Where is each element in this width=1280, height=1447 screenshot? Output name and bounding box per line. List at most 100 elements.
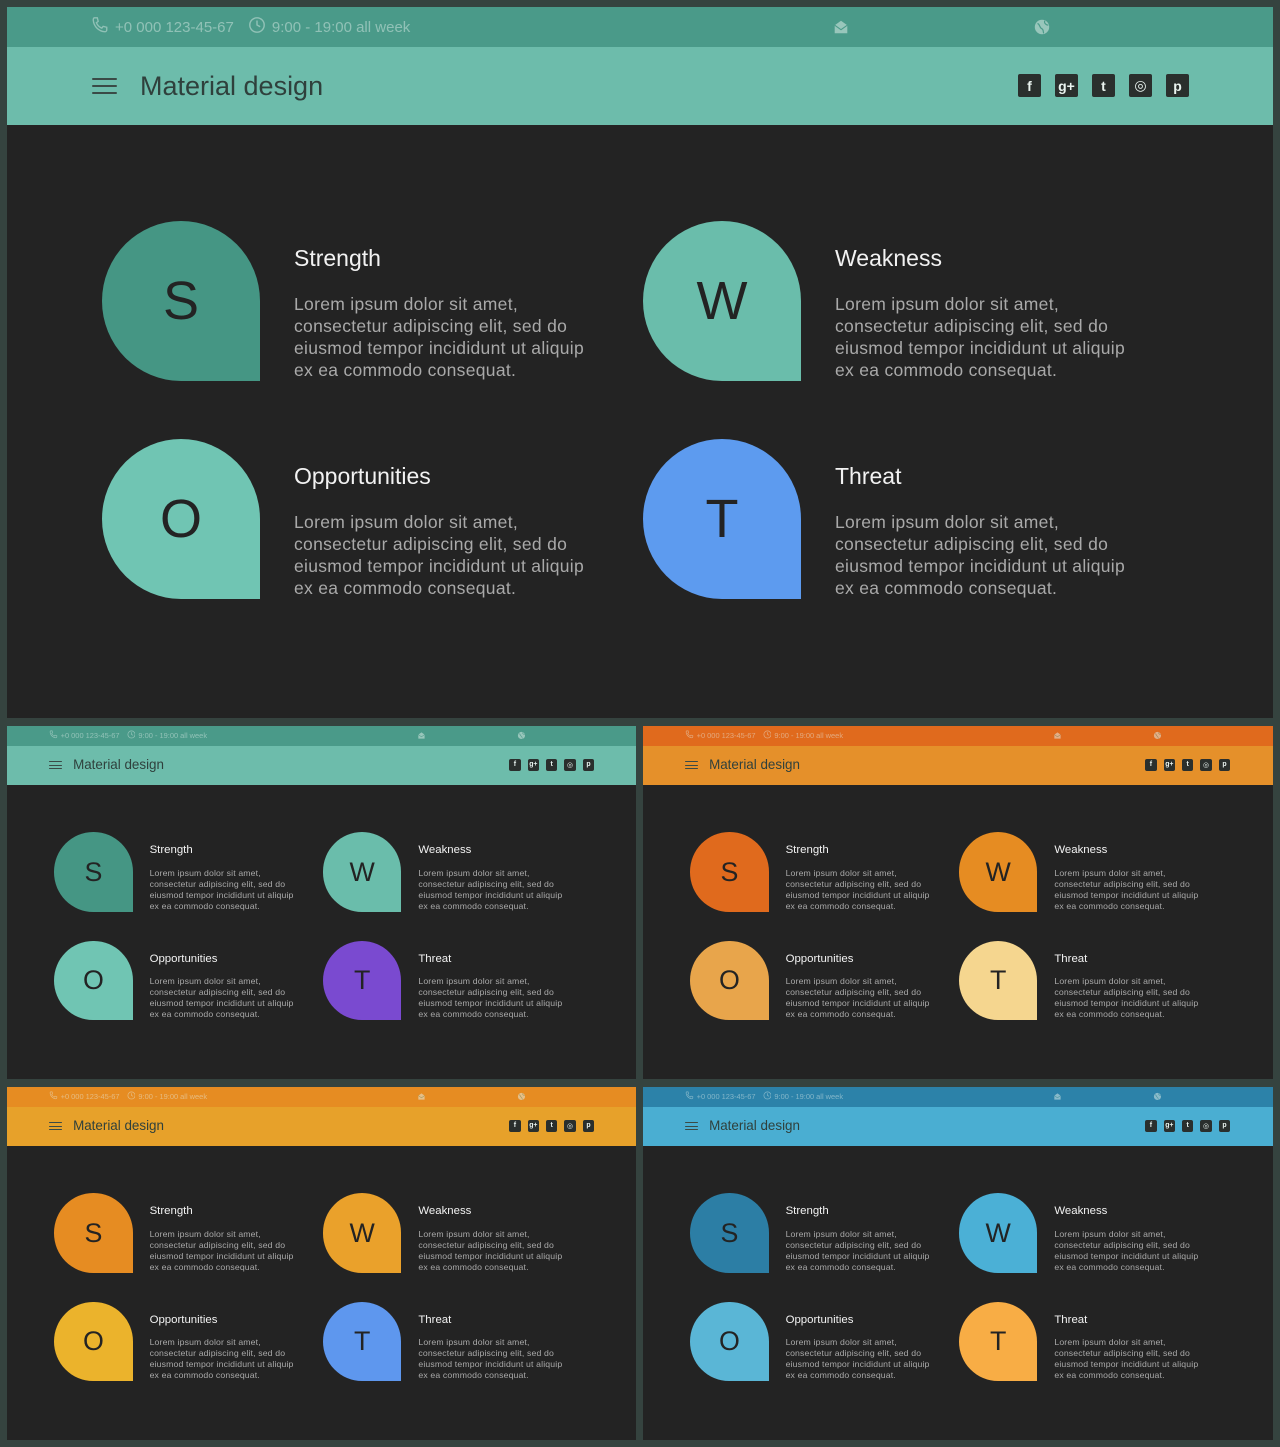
pinterest-icon[interactable]: p [1218,1120,1231,1132]
instagram-icon[interactable]: ◎ [564,759,576,771]
mail-icon[interactable] [1052,1092,1062,1102]
phone-number: +0 000 123-45-67 [115,18,234,36]
google-plus-icon[interactable]: g+ [1055,74,1078,97]
description-line: ex ea commodo consequat. [785,900,896,911]
swot-letter-drop: S [54,832,133,912]
description-line: eiusmod tempor incididunt ut aliquip [1054,889,1199,900]
globe-icon[interactable] [1032,17,1052,37]
swot-letter-drop: S [690,832,769,912]
swot-letter-drop: S [54,1193,133,1273]
swot-title: Threat [1054,952,1088,965]
description-line: consectetur adipiscing elit, sed do [149,879,286,889]
description-line: ex ea commodo consequat. [149,900,260,911]
mail-icon[interactable] [1052,731,1062,741]
instagram-icon[interactable]: ◎ [1200,1120,1212,1132]
description-line: ex ea commodo consequat. [1054,1261,1165,1272]
clock-icon [248,16,266,38]
swot-title: Strength [149,1205,193,1218]
swot-title: Strength [785,1205,829,1218]
google-plus-icon[interactable]: g+ [527,1120,540,1132]
facebook-icon[interactable]: f [1018,74,1041,97]
description-line: consectetur adipiscing elit, sed do [294,316,568,336]
instagram-icon[interactable]: ◎ [1129,74,1152,97]
description-line: ex ea commodo consequat. [1054,900,1165,911]
swot-description: Lorem ipsum dolor sit amet,consectetur a… [150,1337,294,1381]
description-line: eiusmod tempor incididunt ut aliquip [1054,1250,1199,1261]
mail-icon[interactable] [416,731,426,741]
swot-title: Weakness [418,1205,472,1218]
swot-letter-drop: W [958,832,1038,912]
mail-icon[interactable] [416,1092,426,1102]
swot-description: Lorem ipsum dolor sit amet,consectetur a… [1054,976,1198,1020]
description-line: consectetur adipiscing elit, sed do [418,987,554,998]
google-plus-icon[interactable]: g+ [1163,1120,1176,1132]
google-plus-icon[interactable]: g+ [527,759,540,771]
description-line: Lorem ipsum dolor sit amet, [418,1229,530,1240]
pinterest-icon[interactable]: p [1166,74,1189,97]
page-title: Material design [73,1117,164,1133]
description-line: consectetur adipiscing elit, sed do [785,987,922,998]
swot-title: Strength [294,245,381,271]
twitter-icon[interactable]: t [546,1120,558,1132]
phone-number: +0 000 123-45-67 [696,731,756,741]
navbar: Material design f g+ t ◎ p [7,1106,636,1146]
menu-icon[interactable] [685,761,698,770]
swot-description: Lorem ipsum dolor sit amet,consectetur a… [418,1229,562,1273]
globe-icon[interactable] [1152,731,1162,741]
phone-number: +0 000 123-45-67 [696,1092,756,1102]
twitter-icon[interactable]: t [1182,759,1194,771]
globe-icon[interactable] [1152,1092,1162,1102]
pinterest-icon[interactable]: p [1218,759,1231,771]
description-line: eiusmod tempor incididunt ut aliquip [149,998,294,1009]
swot-letter-drop: T [958,940,1038,1021]
menu-icon[interactable] [92,78,117,94]
swot-description: Lorem ipsum dolor sit amet,consectetur a… [418,868,562,912]
phone-icon [91,16,109,38]
description-line: eiusmod tempor incididunt ut aliquip [149,1250,294,1261]
google-plus-icon[interactable]: g+ [1163,759,1176,771]
description-line: ex ea commodo consequat. [294,360,517,380]
working-hours: 9:00 - 19:00 all week [774,731,844,741]
menu-icon[interactable] [49,1122,62,1131]
description-line: Lorem ipsum dolor sit amet, [149,1337,261,1348]
swot-title: Weakness [1054,1205,1108,1218]
clock-icon [127,730,136,741]
globe-icon[interactable] [516,1092,526,1102]
twitter-icon[interactable]: t [1092,74,1115,97]
description-line: consectetur adipiscing elit, sed do [418,1348,554,1359]
twitter-icon[interactable]: t [546,759,558,771]
working-hours: 9:00 - 19:00 all week [271,18,411,36]
facebook-icon[interactable]: f [509,759,521,771]
description-line: Lorem ipsum dolor sit amet, [1054,1229,1166,1240]
description-line: eiusmod tempor incididunt ut aliquip [1054,1359,1199,1370]
instagram-icon[interactable]: ◎ [1200,759,1212,771]
description-line: Lorem ipsum dolor sit amet, [785,1337,897,1348]
description-line: ex ea commodo consequat. [1054,1370,1165,1381]
facebook-icon[interactable]: f [509,1120,521,1132]
description-line: Lorem ipsum dolor sit amet, [785,1229,897,1240]
description-line: Lorem ipsum dolor sit amet, [149,1229,261,1240]
description-line: eiusmod tempor incididunt ut aliquip [418,889,563,900]
pinterest-icon[interactable]: p [582,759,595,771]
description-line: eiusmod tempor incididunt ut aliquip [1054,998,1199,1009]
pinterest-icon[interactable]: p [582,1120,595,1132]
twitter-icon[interactable]: t [1182,1120,1194,1132]
swot-title: Threat [835,463,902,489]
menu-icon[interactable] [685,1122,698,1131]
menu-icon[interactable] [49,761,62,770]
contact-bar: +0 000 123-45-67 9:00 - 19:00 all week [643,726,1273,746]
description-line: eiusmod tempor incididunt ut aliquip [785,998,930,1009]
facebook-icon[interactable]: f [1145,1120,1157,1132]
description-line: consectetur adipiscing elit, sed do [835,534,1109,554]
globe-icon[interactable] [516,731,526,741]
mail-icon[interactable] [831,17,851,37]
instagram-icon[interactable]: ◎ [564,1120,576,1132]
swot-letter-drop: W [643,221,801,381]
description-line: ex ea commodo consequat. [1054,1009,1165,1020]
facebook-icon[interactable]: f [1145,759,1157,771]
swot-letter-drop: W [322,1193,402,1273]
